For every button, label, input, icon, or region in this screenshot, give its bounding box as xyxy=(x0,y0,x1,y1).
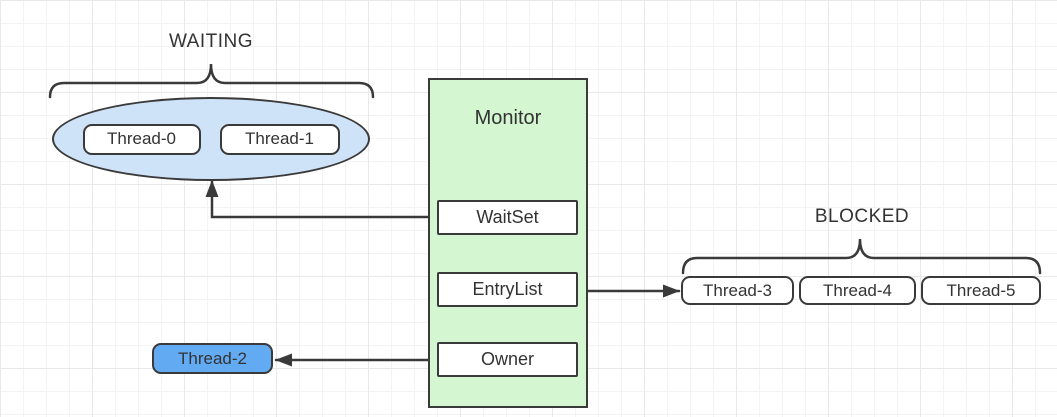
monitor-slot-waitset: WaitSet xyxy=(437,200,578,235)
thread-node-owner: Thread-2 xyxy=(152,343,273,374)
waiting-section-label: WAITING xyxy=(168,31,254,52)
monitor-title: Monitor xyxy=(474,107,542,129)
monitor-slot-owner: Owner xyxy=(437,342,578,377)
thread-node-blocked-5: Thread-5 xyxy=(921,276,1041,305)
blocked-threads-row: Thread-3 Thread-4 Thread-5 xyxy=(681,276,1041,305)
thread-node-blocked-4: Thread-4 xyxy=(799,276,916,305)
blocked-brace xyxy=(681,238,1042,275)
waiting-brace xyxy=(48,63,375,99)
thread-node-waiting-0: Thread-0 xyxy=(82,123,201,155)
monitor-slot-entrylist: EntryList xyxy=(437,272,578,307)
thread-node-waiting-1: Thread-1 xyxy=(219,123,340,155)
blocked-section-label: BLOCKED xyxy=(814,206,910,227)
thread-node-blocked-3: Thread-3 xyxy=(681,276,794,305)
wait-set-ellipse: Thread-0 Thread-1 xyxy=(52,97,370,181)
waitset-arrow xyxy=(205,179,439,219)
monitor-box: Monitor WaitSet EntryList Owner xyxy=(428,78,588,408)
